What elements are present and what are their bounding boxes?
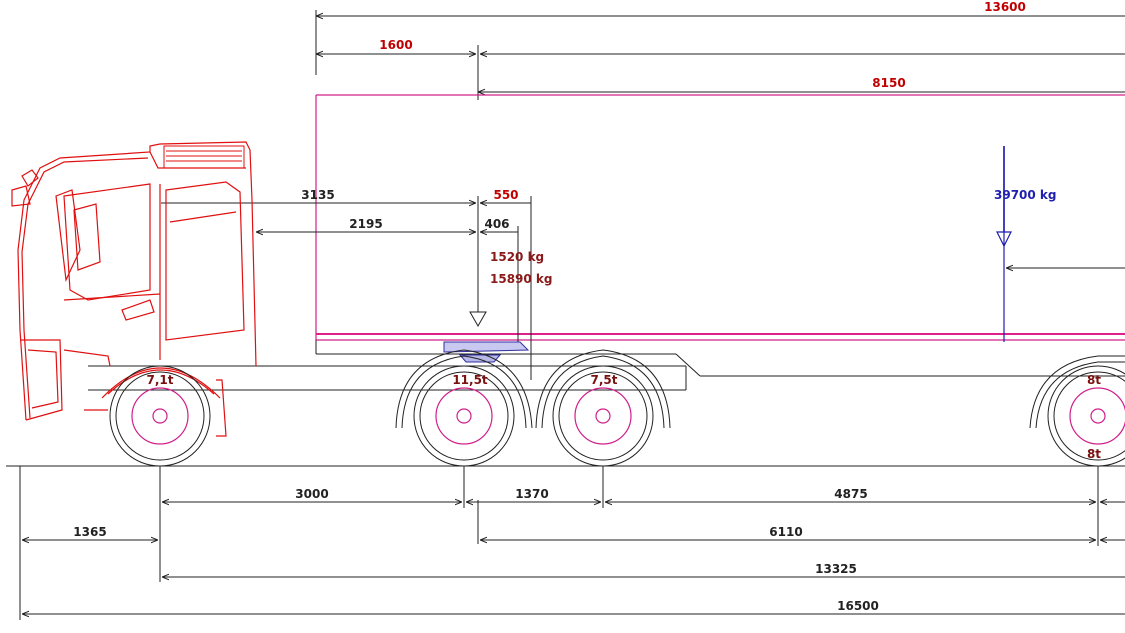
top-dimension-lines: [315, 10, 1125, 100]
dim-1370: 1370: [515, 487, 548, 501]
payload-arrow: [996, 146, 1125, 342]
dim-2195: 2195: [349, 217, 382, 231]
dim-13325: 13325: [815, 562, 857, 576]
axle-label-trailer-bottom: 8t: [1087, 447, 1101, 461]
axle-label-drive-2: 7,5t: [591, 373, 618, 387]
dim-13600: 13600: [984, 0, 1026, 14]
dim-4875: 4875: [834, 487, 867, 501]
cab-dimension-lines: [161, 196, 532, 380]
kingpin-load-1: 1520 kg: [490, 250, 544, 264]
truck-cab: [11, 141, 257, 437]
dim-8150: 8150: [872, 76, 905, 90]
dim-3135: 3135: [301, 188, 334, 202]
axle-label-trailer-top: 8t: [1087, 373, 1101, 387]
axle-label-drive-1: 11,5t: [452, 373, 488, 387]
dim-406: 406: [484, 217, 509, 231]
kingpin-load-2: 15890 kg: [490, 272, 553, 286]
axle-label-front: 7,1t: [147, 373, 174, 387]
dim-550: 550: [493, 188, 518, 202]
truck-chassis: [88, 365, 687, 391]
payload-weight: 39700 kg: [994, 188, 1057, 202]
dim-3000: 3000: [295, 487, 328, 501]
wheel-drive-2: [535, 349, 671, 467]
wheel-drive-1: [395, 349, 533, 467]
trailer-body: [315, 94, 1125, 377]
dim-1600: 1600: [379, 38, 412, 52]
dim-6110: 6110: [769, 525, 802, 539]
bottom-dimension-lines: [19, 466, 1125, 620]
dim-16500: 16500: [837, 599, 879, 613]
dim-1365: 1365: [73, 525, 106, 539]
wheel-trailer: [1029, 355, 1125, 467]
